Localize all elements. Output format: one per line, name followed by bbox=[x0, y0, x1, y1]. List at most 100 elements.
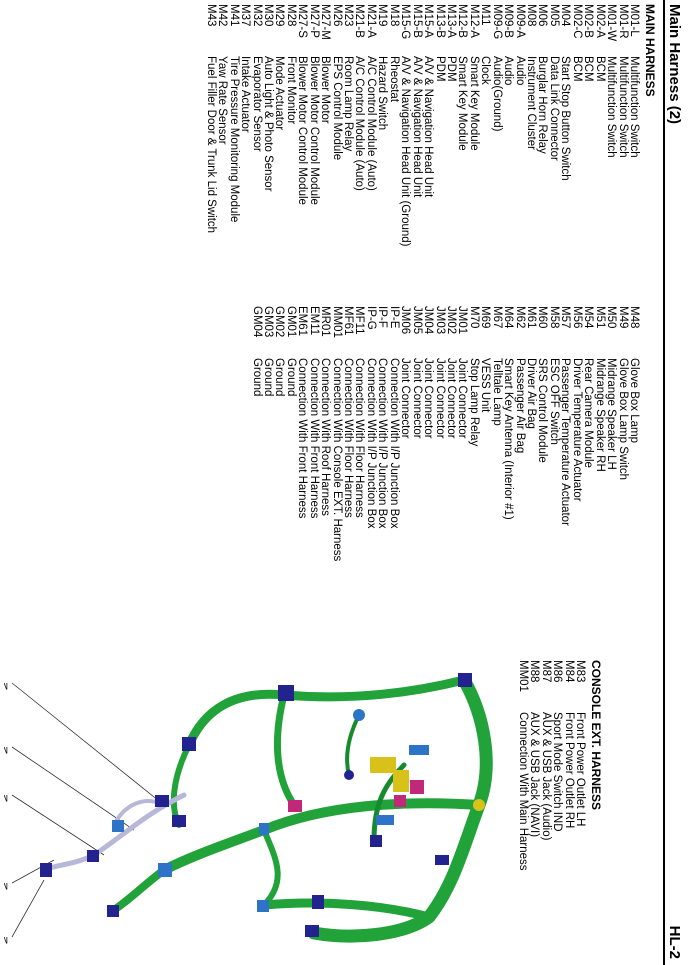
callout-label: M86 bbox=[4, 881, 8, 891]
connector-description: Telltale Lamp bbox=[490, 358, 503, 426]
list-item: M83Front Power Outlet LH bbox=[574, 660, 586, 871]
connector-description: Joint Connector bbox=[422, 358, 435, 439]
connector-code: MR01 bbox=[319, 306, 332, 337]
connector-code: GM02 bbox=[273, 306, 286, 338]
list-item: M54Rear Camera Module bbox=[582, 306, 594, 561]
connector-code: JM01 bbox=[456, 306, 469, 335]
page-title: Main Harness (2) bbox=[666, 4, 683, 125]
connector-code: M09-B bbox=[502, 4, 515, 38]
connector-code: M32 bbox=[250, 4, 263, 27]
list-item: M28Front Monitor bbox=[284, 4, 297, 246]
connector-code: GM04 bbox=[250, 306, 263, 338]
callout-label: M83 bbox=[4, 681, 8, 691]
connector-code: M08 bbox=[525, 4, 538, 27]
connector-code: M43 bbox=[204, 4, 217, 27]
connector-description: PDM bbox=[433, 56, 446, 82]
list-item: M58ESC OFF Switch bbox=[548, 306, 560, 561]
list-item: MM01Connection With Console EXT. Harness bbox=[330, 306, 343, 562]
list-item: M48Glove Box Lamp bbox=[628, 306, 640, 561]
list-item: JM03Joint Connector bbox=[433, 306, 446, 561]
connector-description: Connection With I/P Junction Box bbox=[387, 358, 400, 529]
connector-description: Front Monitor bbox=[284, 56, 297, 125]
connector-description: SRS Control Module bbox=[536, 358, 549, 463]
list-item: M41Tire Pressure Monitoring Module bbox=[227, 4, 240, 246]
list-item: EM11Connection With Front Harness bbox=[307, 306, 320, 561]
connector-code: M26 bbox=[330, 4, 343, 27]
connector-description: Glove Box Lamp Switch bbox=[616, 358, 629, 481]
connector-code: M13-A bbox=[445, 4, 457, 38]
connector-block bbox=[370, 757, 396, 773]
connector-description: Ground bbox=[262, 358, 274, 397]
connector-description: Yaw Rate Sensor bbox=[216, 56, 229, 145]
connector-description: Sport Mode Switch IND bbox=[551, 712, 564, 832]
callout-line-mm01 bbox=[11, 794, 105, 856]
callout-line-m83 bbox=[11, 682, 165, 806]
list-item: M26EPS Control Module bbox=[330, 4, 343, 246]
list-item: GM02Ground bbox=[273, 306, 286, 561]
connector-description: Midrange Speaker LH bbox=[605, 358, 618, 470]
connector-block bbox=[278, 685, 294, 701]
connector-code: M15-G bbox=[399, 4, 412, 40]
list-item: MF11Connection With Floor Harness bbox=[353, 306, 366, 561]
connector-block bbox=[312, 895, 324, 909]
connector-block bbox=[155, 795, 169, 807]
connector-description: Blower Motor Control Module bbox=[296, 56, 309, 205]
connector-description: Connection With Front Harness bbox=[307, 358, 320, 519]
connector-code: MF11 bbox=[353, 306, 366, 335]
connector-description: Ground bbox=[273, 358, 286, 397]
list-item: M01-W Multifunction Switch bbox=[605, 4, 618, 246]
connector-block bbox=[182, 737, 196, 751]
connector-code: M86 bbox=[551, 660, 564, 683]
connector-code: M02-A bbox=[593, 4, 606, 38]
connector-description: Front Power Outlet LH bbox=[574, 712, 586, 827]
list-item: M27-MBlower Motor bbox=[319, 4, 331, 246]
connector-description: Connection With Console EXT. Harness bbox=[330, 358, 343, 562]
connector-code: M11 bbox=[479, 4, 492, 26]
connector-description: Audio bbox=[513, 56, 526, 86]
connector-description: Ground bbox=[250, 358, 263, 397]
connector-code: MF61 bbox=[342, 306, 355, 336]
list-item: M67Telltale Lamp bbox=[490, 306, 503, 561]
list-item: M05Data Link Connector bbox=[547, 4, 560, 246]
list-item: IP-GConnection With I/P Junction Box bbox=[364, 306, 377, 561]
connector-description: Joint Connector bbox=[456, 358, 469, 439]
connector-block bbox=[40, 863, 52, 877]
callout-label: MM01 bbox=[4, 793, 8, 803]
connector-description: EPS Control Module bbox=[330, 56, 343, 161]
connector-code: EM61 bbox=[296, 306, 309, 337]
connector-description: Multifunction Switch bbox=[628, 56, 640, 158]
connector-description: Data Link Connector bbox=[547, 56, 560, 161]
connector-code: M09-G bbox=[490, 4, 503, 40]
list-item: M21-BA/C Control Module (Auto) bbox=[353, 4, 366, 246]
connector-code: M01-W bbox=[605, 4, 618, 42]
list-item: JM02Joint Connector bbox=[445, 306, 457, 561]
list-item: M08Instrument Cluster bbox=[525, 4, 538, 246]
connector-description: AUX & USB Jack (NAVI) bbox=[528, 712, 541, 838]
console-harness-title: CONSOLE EXT. HARNESS bbox=[589, 660, 603, 811]
connector-block bbox=[305, 925, 319, 937]
callout-line-m87-m88 bbox=[11, 746, 135, 831]
connector-description: Passenger Air Bag bbox=[513, 358, 526, 454]
connector-code: M88 bbox=[528, 660, 541, 683]
list-item: M09-GAudio(Ground) bbox=[490, 4, 503, 246]
connector-description: BCM bbox=[570, 56, 583, 82]
list-item: JM04Joint Connector bbox=[422, 306, 435, 561]
connector-description: Blower Motor Control Module bbox=[307, 56, 320, 205]
connector-code: IP-F bbox=[376, 306, 389, 328]
connector-description: A/V & Navigation Head Unit bbox=[410, 56, 423, 198]
list-item: M15-GA/V & Navigation Head Unit (Ground) bbox=[399, 4, 412, 246]
connector-description: Multifunction Switch bbox=[605, 56, 618, 158]
connector-description: Joint Connector bbox=[410, 358, 423, 439]
list-item: M50Midrange Speaker LH bbox=[605, 306, 618, 561]
connector-block bbox=[393, 770, 409, 792]
connector-code: IP-G bbox=[364, 306, 377, 330]
harness-branch-center bbox=[159, 798, 484, 875]
list-item: M01-LMultifunction Switch bbox=[628, 4, 640, 246]
connector-block bbox=[410, 780, 424, 794]
connector-description: Hazard Switch bbox=[376, 56, 389, 131]
connector-code: JM05 bbox=[410, 306, 423, 335]
connector-description: Smart Key Module bbox=[456, 56, 469, 151]
connector-code: M15-A bbox=[422, 4, 435, 38]
connector-code: M61 bbox=[525, 306, 538, 329]
